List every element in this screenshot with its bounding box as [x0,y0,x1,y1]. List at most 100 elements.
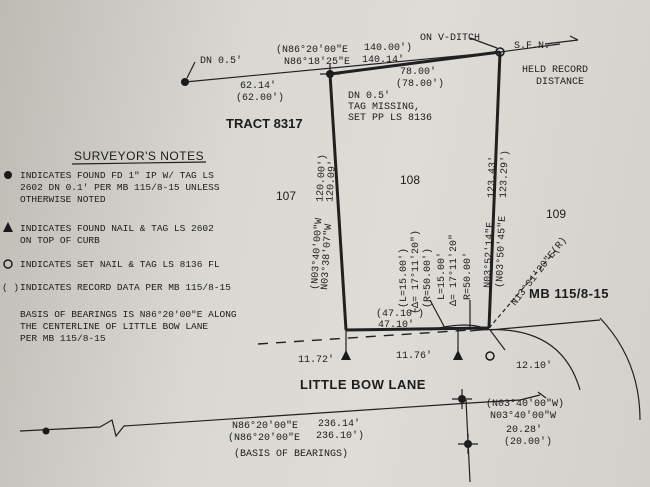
side-record-distance: (20.00') [504,436,552,448]
east-lot-line [487,51,502,329]
west-bearing-group: (N03°40'00"W 120.00') [309,154,329,290]
row-dashed-line [257,329,471,345]
record-distance: 120.00') [314,154,329,203]
curve-data: Δ= 17°11'20" [448,234,460,306]
west-bearing-group: N03°38'07"W 120.09' [319,160,339,291]
bearing: N86°18'25"E [284,56,350,68]
found-nail-monument [341,350,351,360]
found-pipe-symbol [4,171,12,179]
front-lot-line [345,326,490,332]
curve-data-record: (Δ= 17°11'20") [410,230,422,314]
cross-monument [458,434,478,454]
dn-top-leader [186,61,196,79]
note-text: THE CENTERLINE OF LITTLE BOW LANE [20,321,208,332]
distance: 140.14' [362,54,404,66]
radial-line [488,249,557,329]
basis-label: (BASIS OF BEARINGS) [234,448,348,460]
north-boundary-line [184,51,501,83]
curve-data: L=15.00' [436,252,448,300]
side-distance: 20.28' [506,424,542,436]
tag-missing-label: TAG MISSING, [348,102,420,113]
map-book-label: MB 115/8-15 [529,286,609,301]
distance: 123.43' [486,156,500,198]
offset-leader-right [489,329,506,351]
curve-arc-1 [429,324,489,331]
record-distance: (78.00') [396,78,444,90]
note-text: INDICATES FOUND NAIL & TAG LS 2602 [20,223,214,234]
set-nail-monument [485,351,495,361]
note-text: 2602 DN 0.1' PER MB 115/8-15 UNLESS [20,182,220,193]
curb-curve [469,328,581,391]
street-centerline [19,402,471,438]
record-bearing: (N03°50'45"E [494,216,509,288]
note-text: PER MB 115/8-15 [20,333,106,344]
curve-length: L=15.00' [436,252,448,300]
record-distance: (62.00') [236,92,284,104]
held-record-label: DISTANCE [536,77,584,88]
cross-monument [452,389,472,409]
set-nail-symbol [3,259,13,269]
note-text: ON TOP OF CURB [20,235,100,246]
sfn-arrow [544,39,579,45]
lot-108-label: 108 [400,173,420,187]
distance: 120.09' [324,160,339,203]
notes-title: SURVEYOR'S NOTES [74,149,204,163]
curve-data-record: (L=15.00') [398,248,410,308]
curve-radius: R=50.00' [462,252,474,300]
row-tangent-line [489,319,601,331]
record-distance: 140.00') [364,42,412,54]
bearing: N03°52'14"E [482,222,497,288]
cross-monument [320,64,340,84]
lot-107-label: 107 [276,189,296,203]
note-text: INDICATES SET NAIL & TAG LS 8136 FL [20,259,220,270]
ditch-leader [469,37,498,49]
held-record-label: HELD RECORD [522,65,588,76]
curb-curve-outer [599,317,641,421]
found-pipe-monument [42,427,50,435]
dn-label: DN 0.5' [200,55,242,67]
north-lot-line [329,50,501,76]
found-nail-symbol [3,222,13,232]
record-bearing: (N86°20'00"E [276,44,348,56]
bearing: N03°38'07"W [319,224,335,291]
record-distance: (47.10') [376,308,424,320]
distance: 78.00' [400,66,436,78]
set-pp-label: SET PP LS 8136 [348,113,432,124]
record-distance: 123.29') [498,150,512,198]
offset-distance: 11.72' [298,354,334,366]
curve-marker-1 [429,299,447,331]
street-centerline-right [469,394,541,404]
found-pipe-monument [181,78,189,86]
street-centerline-break [537,391,547,399]
offset-distance: 12.10' [516,360,552,372]
note-text: INDICATES FOUND FD 1" IP W/ TAG LS [20,170,214,181]
centerline-record-distance: 236.10') [316,430,364,442]
sfn-line [499,43,561,53]
ditch-label: ON V-DITCH [420,33,480,44]
found-nail-monument [453,350,463,360]
lot-109-label: 109 [546,207,566,221]
distance: 47.10' [378,319,414,331]
record-symbol: ( ) [2,282,19,293]
side-record-bearing: (N03°40'00"W) [486,398,564,410]
sfn-arrow-head [569,35,579,41]
note-text: BASIS OF BEARINGS IS N86°20'00"E ALONG [20,309,237,320]
centerline-record-bearing: (N86°20'00"E [228,432,300,444]
centerline-distance: 236.14' [318,418,360,430]
curve-data: R=50.00' [462,252,474,300]
offset-distance: 11.76' [396,350,432,362]
curve-delta: Δ= 17°11'20" [448,234,460,306]
dn-label: DN 0.5' [348,90,390,102]
curve-radius: (R=50.00') [422,248,434,308]
curve-length: (L=15.00') [398,248,410,308]
tract-label: TRACT 8317 [226,116,303,131]
west-lot-line [328,73,348,331]
set-nail-monument [495,47,505,57]
curve-delta: (Δ= 17°11'20") [410,230,422,314]
notes-title-underline [71,161,207,165]
street-label: LITTLE BOW LANE [300,377,426,392]
note-text: OTHERWISE NOTED [20,194,106,205]
record-bearing: (N03°40'00"W [309,218,325,291]
